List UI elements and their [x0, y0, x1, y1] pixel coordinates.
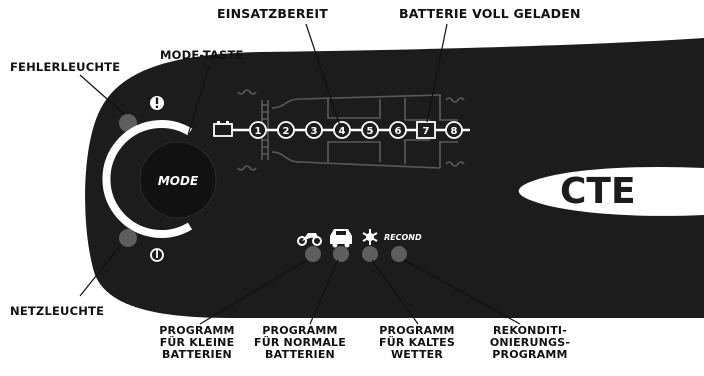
normal-battery-led	[333, 246, 349, 262]
label-line: BATTERIEN	[142, 349, 252, 361]
step-indicator-4: 4	[334, 122, 350, 138]
recond-text: RECOND	[384, 233, 422, 242]
logo-text: CTE	[560, 171, 636, 212]
label-rekonditionierungsprogramm: REKONDITI- ONIERUNGS- PROGRAMM	[475, 325, 585, 361]
step-indicator-1: 1	[250, 122, 266, 138]
step-label: 6	[395, 126, 402, 137]
label-line: PROGRAMM	[475, 349, 585, 361]
step-indicator-7: 7	[417, 122, 435, 138]
label-einsatzbereit: EINSATZBEREIT	[217, 8, 357, 20]
step-indicator-5: 5	[362, 122, 378, 138]
label-programm-normale-batterien: PROGRAMM FÜR NORMALE BATTERIEN	[245, 325, 355, 361]
label-line: BATTERIEN	[245, 349, 355, 361]
label-batterie-voll-geladen: BATTERIE VOLL GELADEN	[399, 8, 599, 20]
step-indicator-3: 3	[306, 122, 322, 138]
step-indicator-2: 2	[278, 122, 294, 138]
power-led	[119, 229, 137, 247]
label-mode-taste: MODE-TASTE	[160, 49, 270, 61]
label-programm-kleine-batterien: PROGRAMM FÜR KLEINE BATTERIEN	[142, 325, 252, 361]
exclamation-icon	[150, 96, 164, 110]
step-label: 8	[451, 126, 458, 137]
label-programm-kaltes-wetter: PROGRAMM FÜR KALTES WETTER	[362, 325, 472, 361]
small-battery-led	[305, 246, 321, 262]
step-label: 7	[423, 126, 430, 137]
step-label: 5	[367, 126, 374, 137]
label-line: WETTER	[362, 349, 472, 361]
cold-weather-led	[362, 246, 378, 262]
step-label: 2	[283, 126, 290, 137]
label-netzleuchte: NETZLEUCHTE	[10, 305, 130, 317]
step-indicator-8: 8	[446, 122, 462, 138]
mode-button-text: MODE	[158, 174, 199, 188]
step-indicator-6: 6	[390, 122, 406, 138]
battery-icon	[214, 121, 232, 136]
label-fehlerleuchte: FEHLERLEUCHTE	[10, 61, 150, 73]
recond-led	[391, 246, 407, 262]
step-label: 4	[339, 126, 346, 137]
step-label: 3	[311, 126, 318, 137]
step-label: 1	[255, 126, 262, 137]
